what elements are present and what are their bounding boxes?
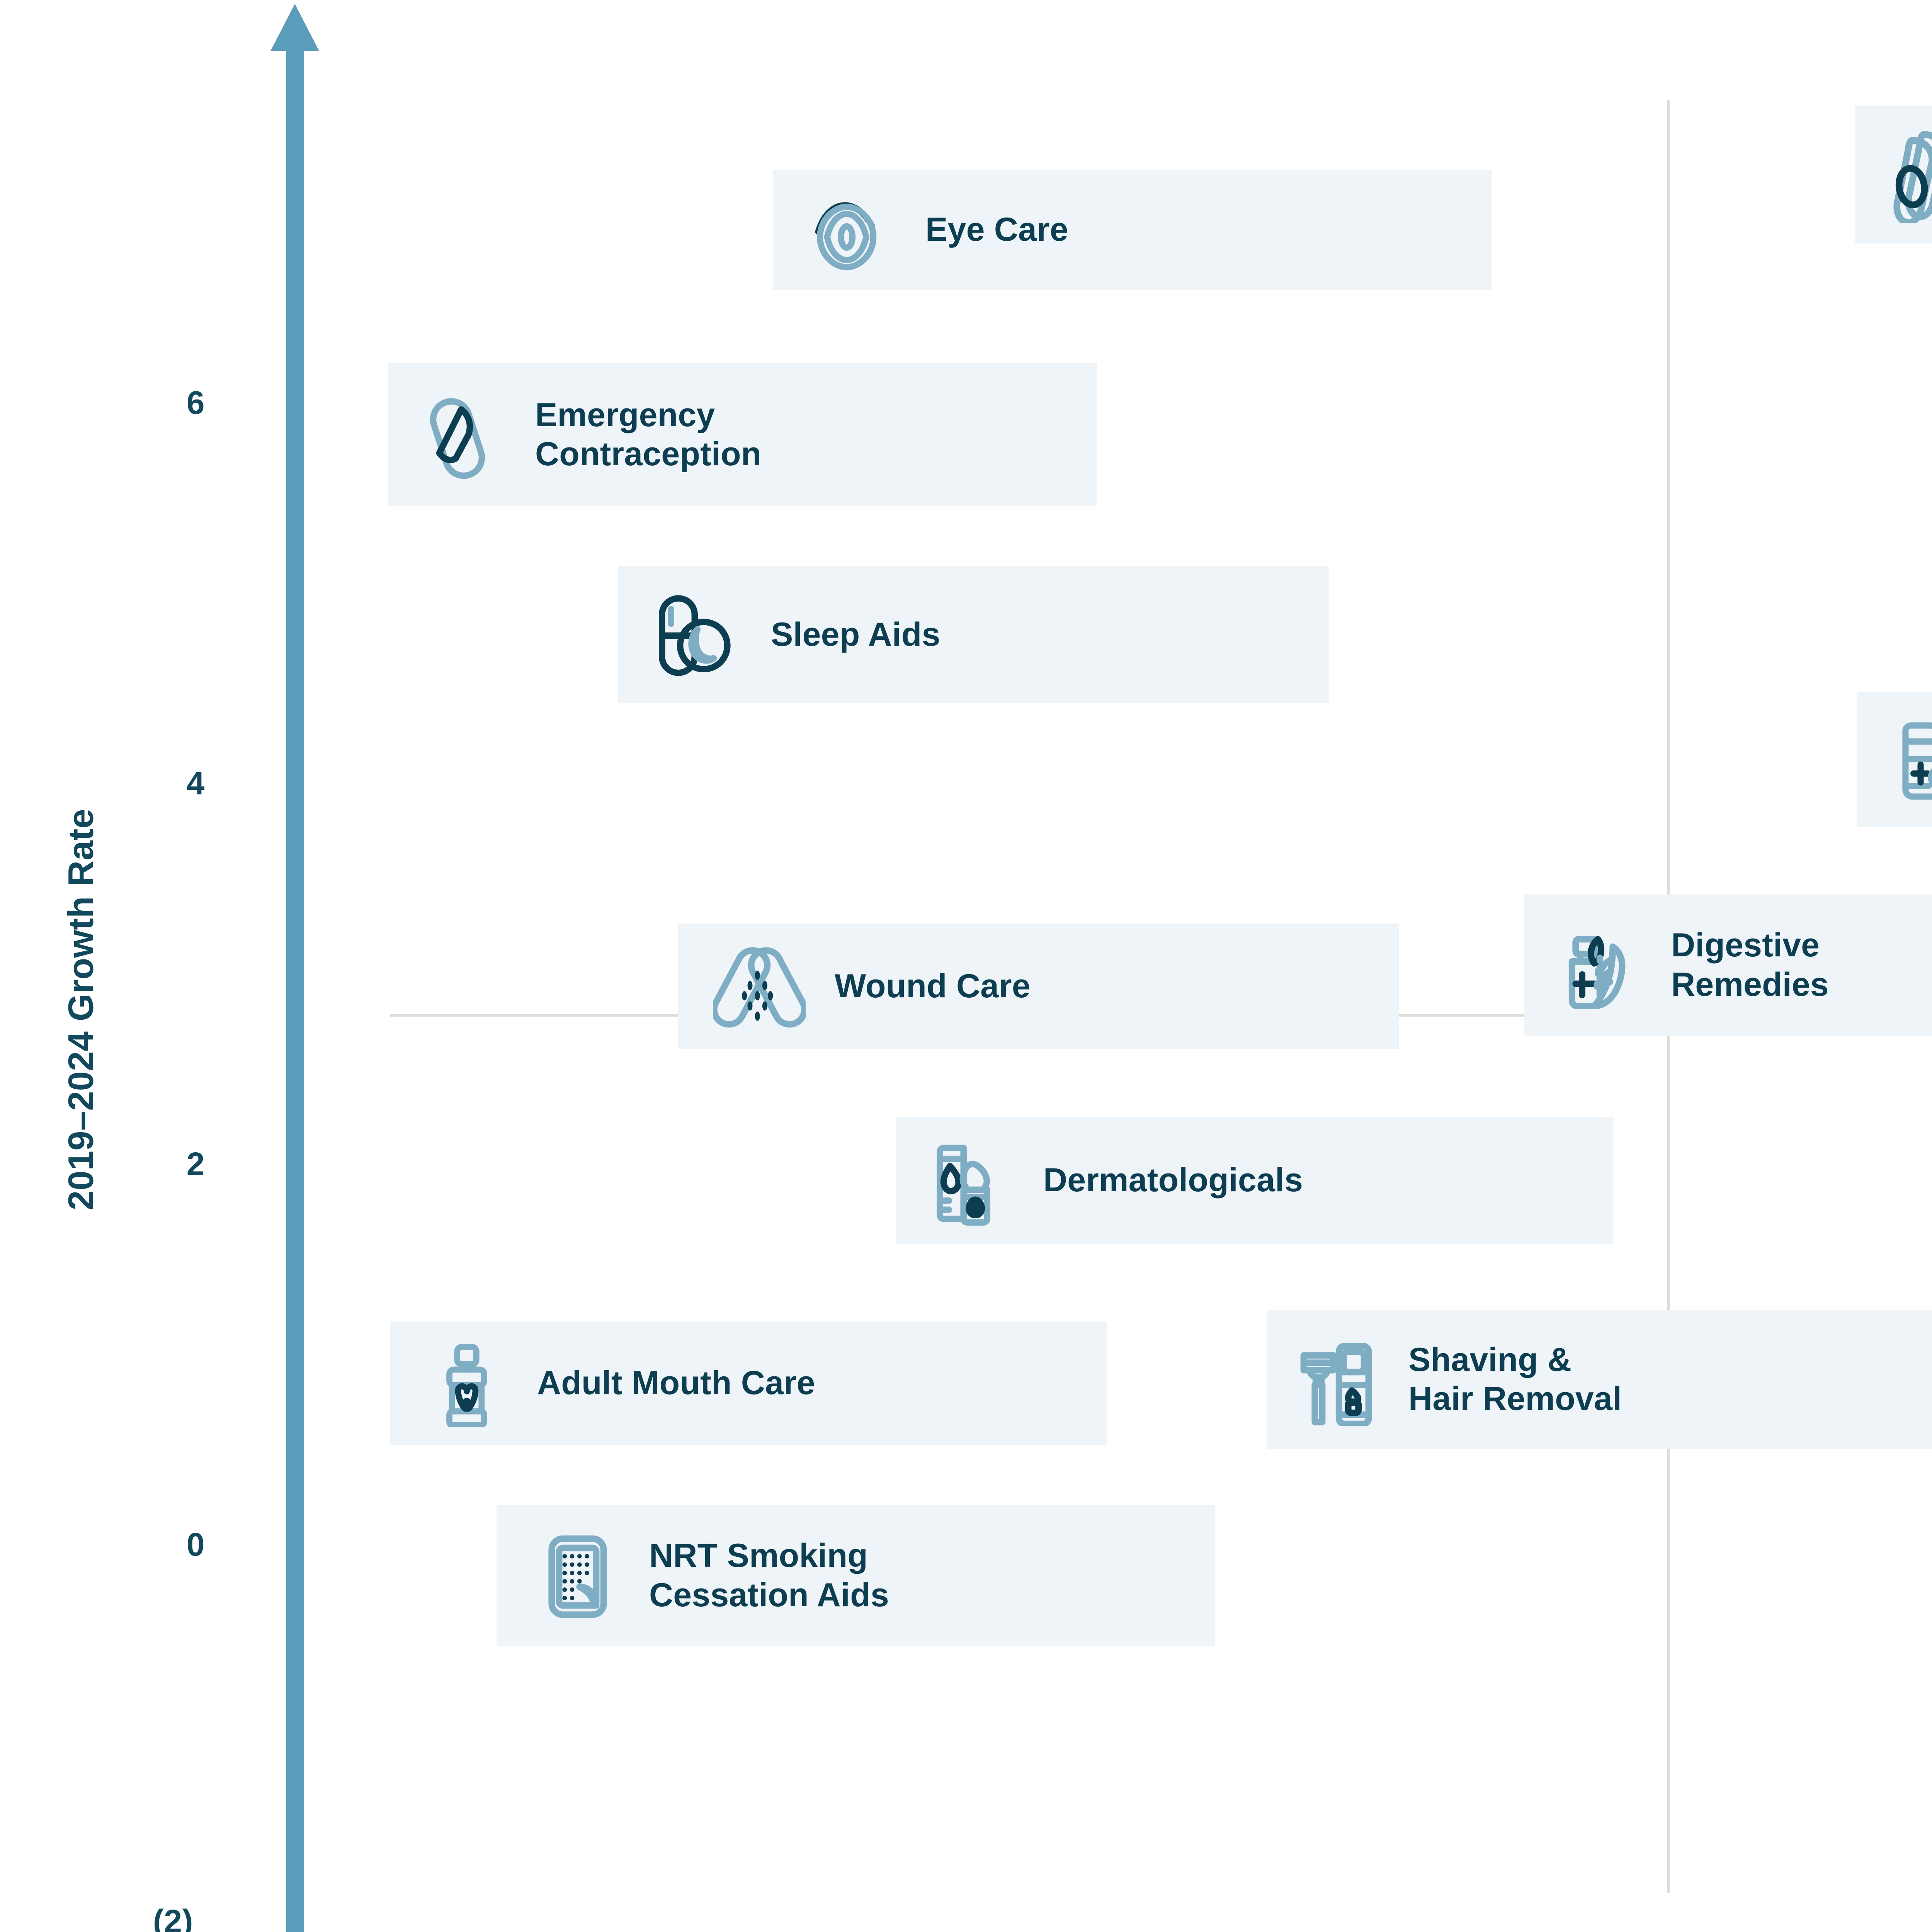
- digestive-bottle-icon: [1555, 919, 1648, 1012]
- category-label: Dermatologicals: [1043, 1162, 1303, 1199]
- data-point-eye-care[interactable]: Eye Care: [773, 170, 1492, 290]
- data-point-deodorant[interactable]: Deodorant: [1855, 106, 1932, 243]
- eye-icon: [808, 185, 896, 274]
- category-label: NRT Smoking Cessation Aids: [649, 1537, 889, 1614]
- y-axis-title: 2019–2024 Growth Rate: [61, 808, 101, 1211]
- y-tick-0: 0: [186, 1526, 205, 1563]
- deodorant-icon: [1888, 127, 1932, 223]
- data-point-nrt-smoking[interactable]: NRT Smoking Cessation Aids: [497, 1505, 1215, 1646]
- y-tick-6: 6: [186, 384, 205, 421]
- data-point-emergency-contraception[interactable]: Emergency Contraception: [388, 363, 1097, 506]
- y-tick-4: 4: [186, 765, 205, 801]
- y-tick-neg2: (2): [153, 1903, 193, 1932]
- y-axis-arrowhead: [270, 4, 319, 51]
- category-label: Digestive Remedies: [1671, 927, 1829, 1003]
- capsule-icon: [421, 389, 512, 480]
- pill-moon-icon: [651, 589, 742, 680]
- data-point-sleep-aids[interactable]: Sleep Aids: [618, 566, 1329, 703]
- data-point-digestive-remedies[interactable]: Digestive Remedies: [1524, 895, 1932, 1036]
- lotion-tube-icon: [925, 1135, 1016, 1226]
- nicotine-patch-icon: [531, 1529, 624, 1622]
- y-tick-2: 2: [186, 1146, 205, 1182]
- mouthwash-icon: [425, 1340, 512, 1427]
- category-label: Emergency Contraception: [535, 396, 762, 473]
- data-point-wound-care[interactable]: Wound Care: [678, 923, 1399, 1049]
- category-label: Adult Mouth Care: [537, 1364, 815, 1402]
- category-label: Sleep Aids: [771, 616, 940, 653]
- y-axis-line: [286, 46, 304, 1932]
- bandage-icon: [713, 940, 806, 1033]
- category-label: Wound Care: [835, 967, 1031, 1005]
- category-label: Eye Care: [925, 211, 1068, 248]
- razor-icon: [1294, 1333, 1387, 1426]
- data-point-analgesics[interactable]: Analgesics: [1857, 692, 1932, 827]
- data-point-dermatologicals[interactable]: Dermatologicals: [896, 1117, 1613, 1244]
- pain-bottle-icon: [1889, 715, 1932, 804]
- data-point-adult-mouth-care[interactable]: Adult Mouth Care: [390, 1321, 1107, 1445]
- category-label: Shaving & Hair Removal: [1408, 1341, 1622, 1417]
- data-point-shaving-hair-removal[interactable]: Shaving & Hair Removal: [1267, 1310, 1932, 1449]
